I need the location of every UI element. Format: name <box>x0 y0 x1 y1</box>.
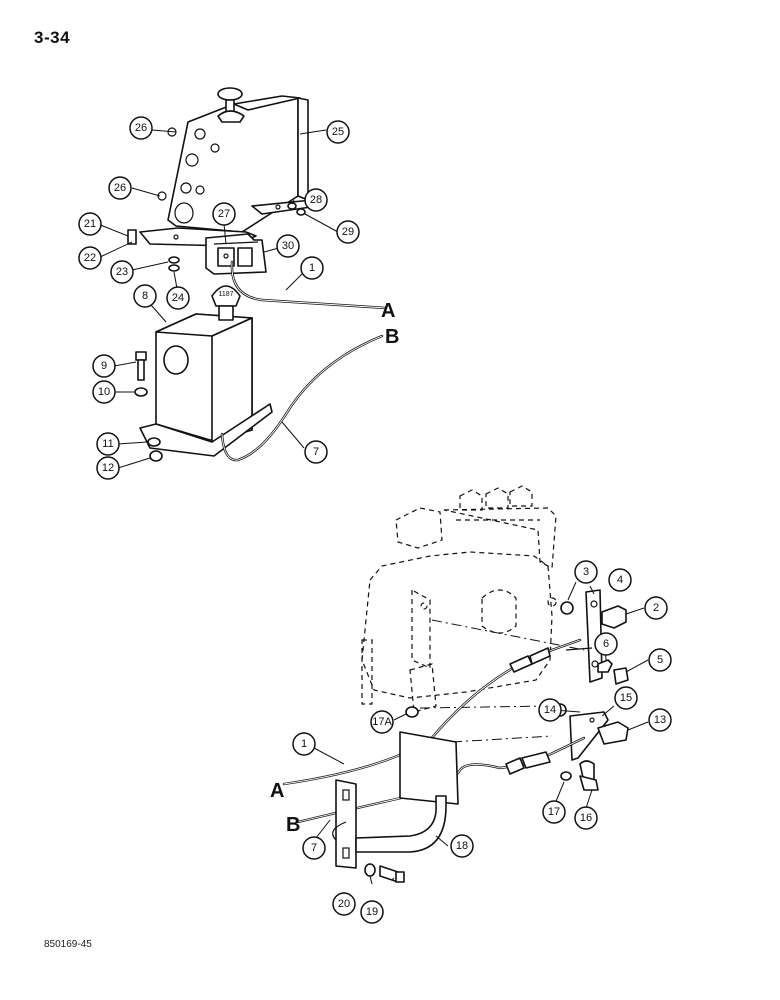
centerline <box>431 619 585 651</box>
svg-text:17A: 17A <box>372 716 392 728</box>
svg-text:15: 15 <box>620 692 632 704</box>
svg-text:28: 28 <box>310 194 322 206</box>
cable-end-a-lower: A <box>270 780 284 802</box>
svg-text:26: 26 <box>114 182 126 194</box>
injection-pump-outline <box>361 485 557 713</box>
callout-25: 25 <box>326 120 350 144</box>
svg-text:7: 7 <box>311 842 317 854</box>
svg-text:21: 21 <box>84 218 96 230</box>
svg-text:13: 13 <box>654 714 666 726</box>
callout-19: 19 <box>360 900 384 924</box>
callout-17a: 17A <box>370 710 394 734</box>
svg-text:16: 16 <box>580 812 592 824</box>
callout-12: 12 <box>96 456 120 480</box>
callout-7-upper: 7 <box>304 440 328 464</box>
svg-text:14: 14 <box>544 704 556 716</box>
svg-text:20: 20 <box>338 898 350 910</box>
callout-7-lower: 7 <box>302 836 326 860</box>
nut-17a <box>405 706 419 718</box>
cable-end-b-upper: B <box>385 326 399 348</box>
svg-text:17: 17 <box>548 806 560 818</box>
callout-26a: 26 <box>129 116 153 140</box>
svg-text:25: 25 <box>332 126 344 138</box>
callout-21: 21 <box>78 212 102 236</box>
callout-19-text: 19 <box>366 906 378 918</box>
callout-27: 27 <box>212 202 236 226</box>
page-number: 3-34 <box>34 28 71 47</box>
callout-5: 5 <box>648 648 672 672</box>
svg-text:1: 1 <box>309 262 315 274</box>
svg-text:7: 7 <box>313 446 319 458</box>
callout-1-lower: 1 <box>292 732 316 756</box>
callout-15: 15 <box>614 686 638 710</box>
lever-bracket <box>560 589 629 685</box>
svg-text:10: 10 <box>98 386 110 398</box>
svg-text:6: 6 <box>603 638 609 650</box>
cable-end-b-lower: B <box>286 814 300 836</box>
svg-text:9: 9 <box>101 360 107 372</box>
callout-20: 20 <box>332 892 356 916</box>
callout-1-upper: 1 <box>300 256 324 280</box>
svg-text:3: 3 <box>583 566 589 578</box>
svg-text:8: 8 <box>142 290 148 302</box>
svg-text:5: 5 <box>657 654 663 666</box>
bolt-16 <box>560 771 599 791</box>
cable-mounting-bracket <box>332 731 459 869</box>
svg-text:24: 24 <box>172 292 184 304</box>
stop-control-housing: 1187 <box>134 285 273 462</box>
callout-4: 4 <box>608 568 632 592</box>
svg-text:23: 23 <box>116 266 128 278</box>
callout-13: 13 <box>648 708 672 732</box>
callout-24: 24 <box>166 286 190 310</box>
callout-23: 23 <box>110 260 134 284</box>
svg-text:29: 29 <box>342 226 354 238</box>
svg-text:4: 4 <box>617 574 623 586</box>
svg-text:27: 27 <box>218 208 230 220</box>
upper-cables <box>220 260 388 462</box>
callout-18: 18 <box>450 834 474 858</box>
drawing-code: 850169-45 <box>44 939 92 950</box>
throttle-control-housing <box>127 87 319 272</box>
svg-text:1: 1 <box>301 738 307 750</box>
callout-11: 11 <box>96 432 120 456</box>
stop-lever-bracket <box>553 703 629 783</box>
centerline <box>419 705 549 709</box>
callout-10: 10 <box>92 380 116 404</box>
svg-text:18: 18 <box>456 840 468 852</box>
callout-3: 3 <box>574 560 598 584</box>
svg-text:2: 2 <box>653 602 659 614</box>
callout-16: 16 <box>574 806 598 830</box>
callout-14: 14 <box>538 698 562 722</box>
cable-end-a-upper: A <box>381 300 395 322</box>
callout-22: 22 <box>78 246 102 270</box>
callout-8: 8 <box>133 284 157 308</box>
callout-28: 28 <box>304 188 328 212</box>
callout-9: 9 <box>92 354 116 378</box>
cable-bracket <box>205 233 267 275</box>
svg-text:30: 30 <box>282 240 294 252</box>
callout-29: 29 <box>336 220 360 244</box>
callout-17: 17 <box>542 800 566 824</box>
svg-text:26: 26 <box>135 122 147 134</box>
centerline <box>451 735 553 743</box>
svg-text:22: 22 <box>84 252 96 264</box>
knob-label: 1187 <box>218 291 233 298</box>
svg-text:12: 12 <box>102 462 114 474</box>
callout-26b: 26 <box>108 176 132 200</box>
svg-text:11: 11 <box>102 438 113 450</box>
callout-6: 6 <box>594 632 618 656</box>
callout-30: 30 <box>276 234 300 258</box>
callout-2: 2 <box>644 596 668 620</box>
